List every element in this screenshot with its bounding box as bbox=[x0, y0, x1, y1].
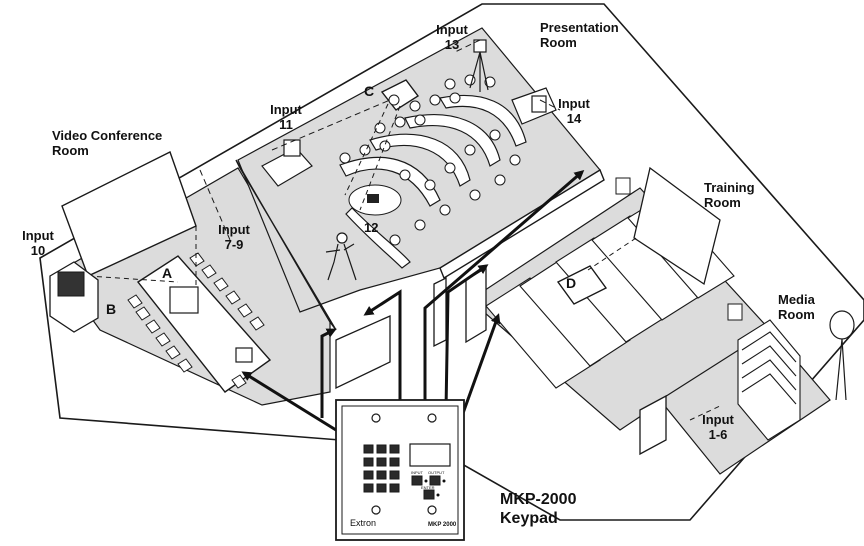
input-key-label: INPUT bbox=[411, 470, 424, 475]
marker-b: B bbox=[106, 302, 116, 317]
keypad-model-plate: MKP 2000 bbox=[428, 522, 457, 528]
output-key-label: OUTPUT bbox=[428, 470, 445, 475]
enter-key-label: ENTER bbox=[421, 485, 435, 490]
keypad-display bbox=[410, 444, 450, 466]
keypad-brand: Extron bbox=[350, 518, 376, 528]
mkp-2000-keypad: INPUT OUTPUT ENTER Extron MKP 2000 bbox=[336, 400, 464, 540]
marker-c: C bbox=[364, 84, 374, 99]
marker-d: D bbox=[566, 276, 576, 291]
input-12-label: 12 bbox=[364, 220, 378, 235]
marker-a: A bbox=[162, 266, 172, 281]
